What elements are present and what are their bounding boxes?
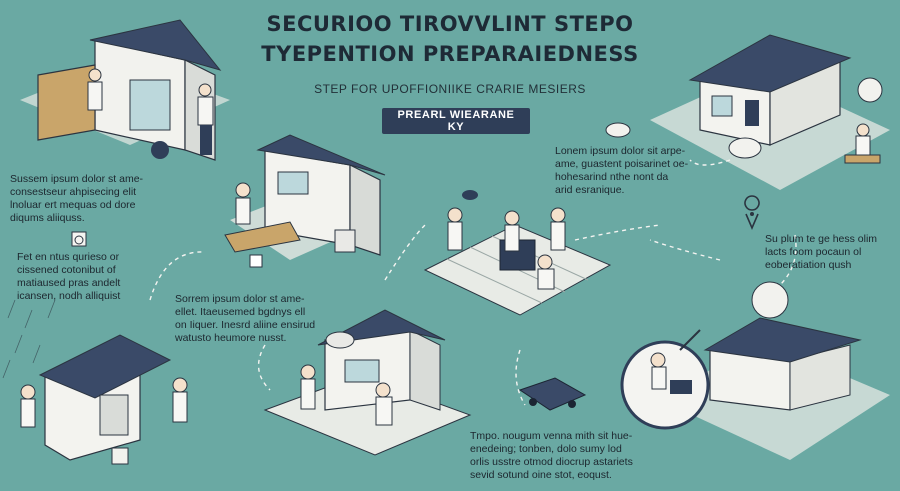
location-pin-icon <box>744 195 760 231</box>
scene-house-lawn <box>650 34 890 190</box>
scene-team-workshop <box>423 122 631 316</box>
scene-boarding-window <box>20 19 230 161</box>
scene-shed-rain <box>2 299 188 465</box>
prepare-kit-button[interactable]: PREARL WIEARANE KY <box>382 108 530 134</box>
page-subtitle: STEP FOR UPOFFIONIIKE CRARIE MESIERS <box>314 82 586 96</box>
scene-preparing-kit <box>224 134 386 268</box>
note-left-top: Sussem ipsum dolor st ame- consestseur a… <box>10 173 144 224</box>
scene-car <box>518 377 587 411</box>
page-title-line2: TYEPENTION PREPARAIEDNESS <box>261 42 639 66</box>
scene-house-repair <box>620 281 890 460</box>
scene-house-yard <box>263 309 472 456</box>
washer-icon <box>71 231 87 247</box>
note-right-mid: Su plum te ge hess olim lacts foom pocau… <box>765 233 878 271</box>
note-center: Sorrem ipsum dolor st ame- ellet. Itaeus… <box>175 293 316 344</box>
note-right-top: Lonem ipsum dolor sit arpe- ame, guasten… <box>555 145 689 196</box>
note-left-mid: Fet en ntus qurieso or cissened cotonibu… <box>17 251 121 302</box>
dashed-connectors <box>149 159 797 406</box>
note-bottom-right: Tmpo. nougum venna mith sit hue- enedein… <box>470 430 633 481</box>
page-title-line1: SECURIOO TIROVVLINT STEPO <box>266 12 634 36</box>
